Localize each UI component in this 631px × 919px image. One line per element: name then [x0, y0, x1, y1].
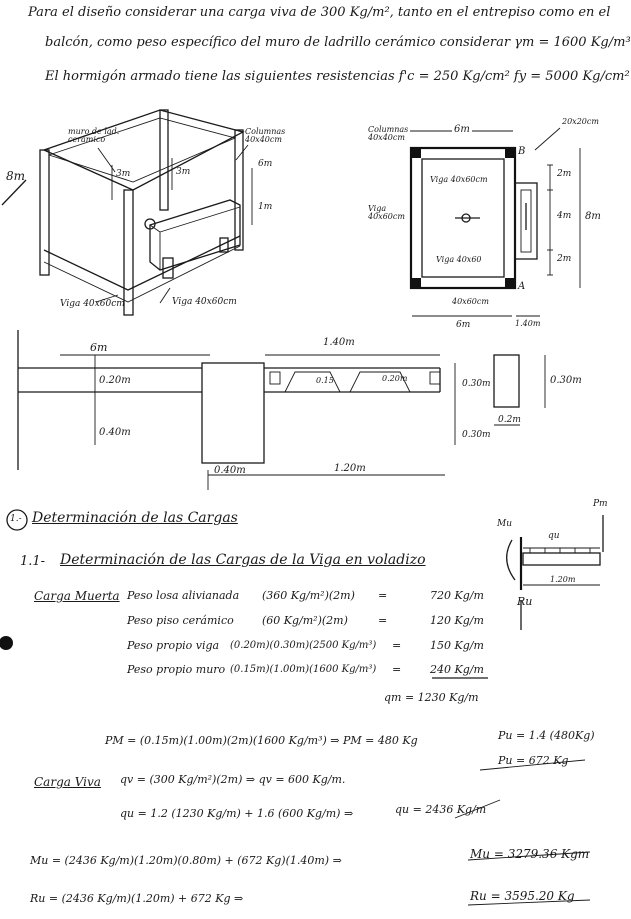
plan-dim-8m: 8m — [585, 211, 601, 222]
section-dim-1-40: 1.40m — [323, 337, 355, 348]
beam-label-mu: Mu — [497, 519, 513, 529]
section-dim-0-30c: 0.30m — [550, 375, 582, 386]
beam-label-pm: Pm — [593, 499, 608, 509]
plan-dim-6m-bottom: 6m — [456, 320, 471, 330]
beam-length: 1.20m — [550, 575, 576, 584]
iso-label-viga-b: Viga 40x60cm — [172, 297, 237, 307]
section-dim-0-40w: 0.40m — [214, 465, 246, 476]
section-dim-1-20: 1.20m — [334, 463, 366, 474]
plan-dim-6m-top: 6m — [452, 124, 472, 135]
iso-dim-1m: 1m — [258, 202, 273, 212]
plan-label-viga-bottom-2: 40x60cm — [452, 297, 489, 306]
pm-calculation: PM = (0.15m)(1.00m)(2m)(1600 Kg/m³) ⇒ PM… — [105, 734, 418, 747]
section-dim-6m: 6m — [90, 341, 108, 354]
section-dim-0-40: 0.40m — [99, 427, 131, 438]
section-dim-0-20b: 0.20m — [382, 374, 408, 383]
iso-dim-3m-b: 3m — [176, 167, 191, 177]
iso-label-viga-a: Viga 40x60cm — [60, 299, 125, 309]
iso-label-columnas: Columnas 40x40cm — [245, 127, 286, 144]
section-dim-0-15: 0.15 — [316, 376, 334, 385]
dead-load-total: qm = 1230 Kg/m — [384, 691, 479, 704]
plan-view-drawing — [409, 127, 581, 317]
section-title: Determinación de las Cargas — [32, 510, 238, 526]
live-load-calculation: qv = (300 Kg/m²)(2m) ⇒ qv = 600 Kg/m. — [120, 773, 346, 786]
mu-result: Mu = 3279.36 Kgm — [470, 847, 590, 861]
mu-calculation: Mu = (2436 Kg/m)(1.20m)(0.80m) + (672 Kg… — [30, 854, 342, 867]
section-dim-0-30a: 0.30m — [462, 379, 491, 389]
plan-point-a: A — [518, 281, 526, 292]
subsection-number: 1.1- — [20, 554, 46, 569]
ru-calculation: Ru = (2436 Kg/m)(1.20m) + 672 Kg ⇒ — [30, 892, 244, 905]
cantilever-beam-diagram — [506, 515, 604, 630]
plan-dim-1-40: 1.40m — [515, 319, 541, 328]
intro-line-2: balcón, como peso específico del muro de… — [45, 35, 631, 50]
iso-dim-3m-a: 3m — [116, 169, 131, 179]
beam-label-qu: qu — [548, 531, 560, 541]
isometric-frame-drawing — [1, 109, 253, 316]
qu-result: qu = 2436 Kg/m — [395, 803, 487, 816]
live-load-label: Carga Viva — [34, 775, 101, 789]
pu-result: Pu = 672 Kg — [498, 754, 569, 767]
plan-dim-2m-b: 2m — [557, 254, 572, 264]
section-view-drawing — [17, 330, 546, 490]
plan-dim-2m-a: 2m — [557, 169, 572, 179]
dead-load-label: Carga Muerta — [34, 589, 120, 603]
subsection-title: Determinación de las Cargas de la Viga e… — [60, 552, 426, 568]
plan-col-size: 20x20cm — [562, 117, 599, 126]
iso-dim-8m: 8m — [6, 169, 26, 183]
plan-label-viga-top: Viga 40x60cm — [430, 175, 488, 184]
beam-label-ru: Ru — [517, 595, 533, 608]
iso-label-muro: muro de lad. cerámico — [68, 127, 120, 144]
section-dim-0-30b: 0.30m — [462, 430, 491, 440]
plan-point-b: B — [518, 146, 526, 157]
plan-dim-4m: 4m — [557, 211, 572, 221]
ru-result: Ru = 3595.20 Kg — [470, 889, 575, 903]
plan-label-viga-left: Viga 40x60cm — [368, 204, 405, 221]
section-number: 1.- — [10, 514, 22, 524]
iso-dim-6m: 6m — [258, 159, 273, 169]
plan-label-columnas: Columnas 40x40cm — [368, 125, 409, 142]
intro-line-3: El hormigón armado tiene las siguientes … — [45, 69, 630, 84]
section-dim-0-20: 0.20m — [99, 375, 131, 386]
section-dim-0-2: 0.2m — [498, 415, 521, 425]
pu-calculation: Pu = 1.4 (480Kg) — [498, 729, 595, 742]
qu-calculation: qu = 1.2 (1230 Kg/m) + 1.6 (600 Kg/m) ⇒ — [120, 807, 354, 820]
plan-label-viga-bottom: Viga 40x60 — [436, 255, 482, 264]
intro-line-1: Para el diseño considerar una carga viva… — [28, 5, 611, 20]
